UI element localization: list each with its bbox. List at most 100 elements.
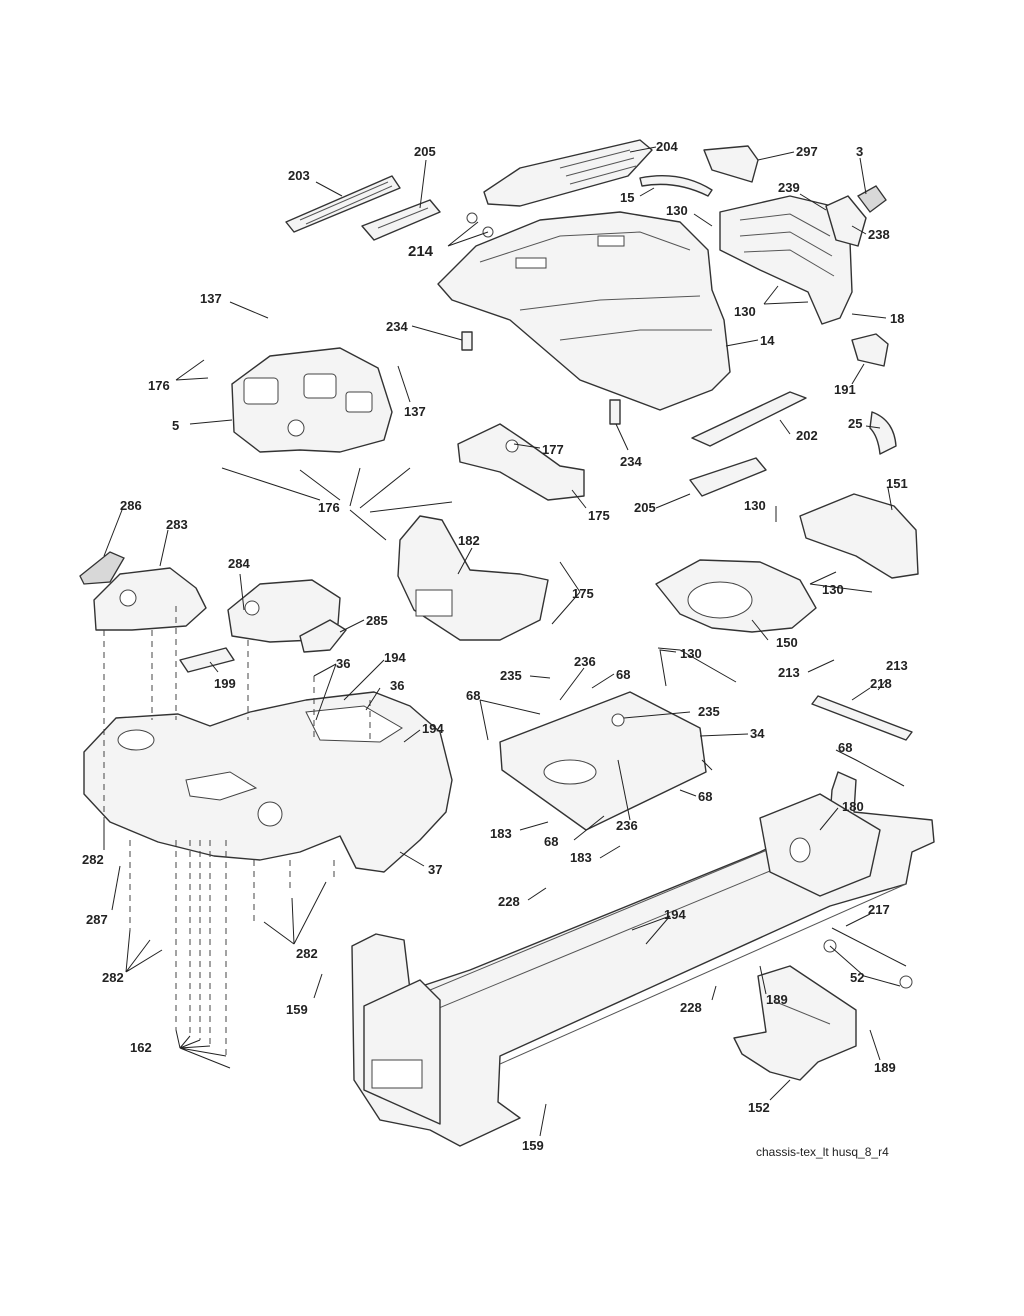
callout-68: 68	[698, 789, 712, 804]
callout-194: 194	[384, 650, 406, 665]
callout-36: 36	[390, 678, 404, 693]
callout-234: 234	[386, 319, 408, 334]
part-285-trim	[299, 619, 347, 653]
callout-130: 130	[680, 646, 702, 661]
callout-151: 151	[886, 476, 908, 491]
part-182-lower-dash	[397, 515, 549, 641]
part-218-bar	[811, 695, 913, 741]
callout-194: 194	[664, 907, 686, 922]
callout-235: 235	[698, 704, 720, 719]
callout-130: 130	[666, 203, 688, 218]
callout-283: 283	[166, 517, 188, 532]
alignment-lines	[103, 606, 371, 1056]
part-5-dash-panel	[231, 347, 393, 453]
part-214-fasteners	[466, 212, 494, 238]
callout-162: 162	[130, 1040, 152, 1055]
part-205-bracket-b	[689, 457, 767, 497]
leader-lines	[103, 146, 905, 1137]
callout-203: 203	[288, 168, 310, 183]
part-203-grille-strip	[285, 175, 401, 233]
callout-282: 282	[82, 852, 104, 867]
callout-176: 176	[318, 500, 340, 515]
part-205-bracket	[361, 199, 441, 241]
callout-191: 191	[834, 382, 856, 397]
callout-137: 137	[404, 404, 426, 419]
part-18-front-housing	[719, 195, 853, 325]
callout-214: 214	[408, 243, 434, 260]
callout-213: 213	[886, 658, 908, 673]
callout-217: 217	[868, 902, 890, 917]
callout-36: 36	[336, 656, 350, 671]
part-284-pod	[227, 579, 341, 643]
callout-189: 189	[874, 1060, 896, 1075]
callouts: 203 205 204 297 3 15 130 239 214 238 137…	[82, 139, 908, 1153]
part-202-strip	[691, 391, 807, 447]
callout-25: 25	[848, 416, 862, 431]
callout-3: 3	[856, 144, 863, 159]
callout-68: 68	[838, 740, 852, 755]
callout-175: 175	[588, 508, 610, 523]
callout-202: 202	[796, 428, 818, 443]
callout-175: 175	[572, 586, 594, 601]
callout-159: 159	[522, 1138, 544, 1153]
part-14-hood	[437, 211, 731, 411]
callout-180: 180	[842, 799, 864, 814]
callout-52: 52	[850, 970, 864, 985]
callout-218: 218	[870, 676, 892, 691]
callout-159: 159	[286, 1002, 308, 1017]
callout-130: 130	[734, 304, 756, 319]
callout-5: 5	[172, 418, 179, 433]
callout-199: 199	[214, 676, 236, 691]
part-297-cap	[703, 145, 759, 183]
part-286-cover	[79, 551, 125, 585]
part-199-plate	[179, 647, 235, 673]
callout-137: 137	[200, 291, 222, 306]
callout-234: 234	[620, 454, 642, 469]
callout-68: 68	[616, 667, 630, 682]
part-150-shroud	[655, 559, 817, 633]
part-152-plate	[733, 965, 857, 1081]
part-52-washer	[899, 975, 913, 989]
callout-18: 18	[890, 311, 904, 326]
callout-176: 176	[148, 378, 170, 393]
callout-130: 130	[744, 498, 766, 513]
part-283-pod	[93, 567, 207, 631]
part-191-cap	[851, 333, 889, 367]
callout-286: 286	[120, 498, 142, 513]
callout-68: 68	[466, 688, 480, 703]
callout-194: 194	[422, 721, 444, 736]
callout-228: 228	[680, 1000, 702, 1015]
callout-239: 239	[778, 180, 800, 195]
callout-236: 236	[574, 654, 596, 669]
callout-15: 15	[620, 190, 634, 205]
callout-177: 177	[542, 442, 564, 457]
part-234-tab-b	[609, 399, 621, 425]
callout-183: 183	[490, 826, 512, 841]
callout-282: 282	[102, 970, 124, 985]
callout-282: 282	[296, 946, 318, 961]
callout-34: 34	[750, 726, 765, 741]
frame-main	[351, 771, 935, 1147]
callout-14: 14	[760, 333, 775, 348]
callout-287: 287	[86, 912, 108, 927]
part-25-bracket	[869, 411, 897, 455]
callout-213: 213	[778, 665, 800, 680]
callout-236: 236	[616, 818, 638, 833]
callout-130: 130	[822, 582, 844, 597]
callout-189: 189	[766, 992, 788, 1007]
part-175-bracket	[457, 423, 585, 501]
callout-228: 228	[498, 894, 520, 909]
callout-285: 285	[366, 613, 388, 628]
callout-205: 205	[634, 500, 656, 515]
part-37-fender	[83, 691, 453, 873]
part-204-hood-vent	[483, 139, 653, 207]
callout-205: 205	[414, 144, 436, 159]
callout-297: 297	[796, 144, 818, 159]
callout-235: 235	[500, 668, 522, 683]
part-15-strip	[639, 175, 713, 197]
part-34-plate	[499, 691, 707, 831]
callout-68: 68	[544, 834, 558, 849]
callout-150: 150	[776, 635, 798, 650]
part-234-tab-a	[461, 331, 473, 351]
